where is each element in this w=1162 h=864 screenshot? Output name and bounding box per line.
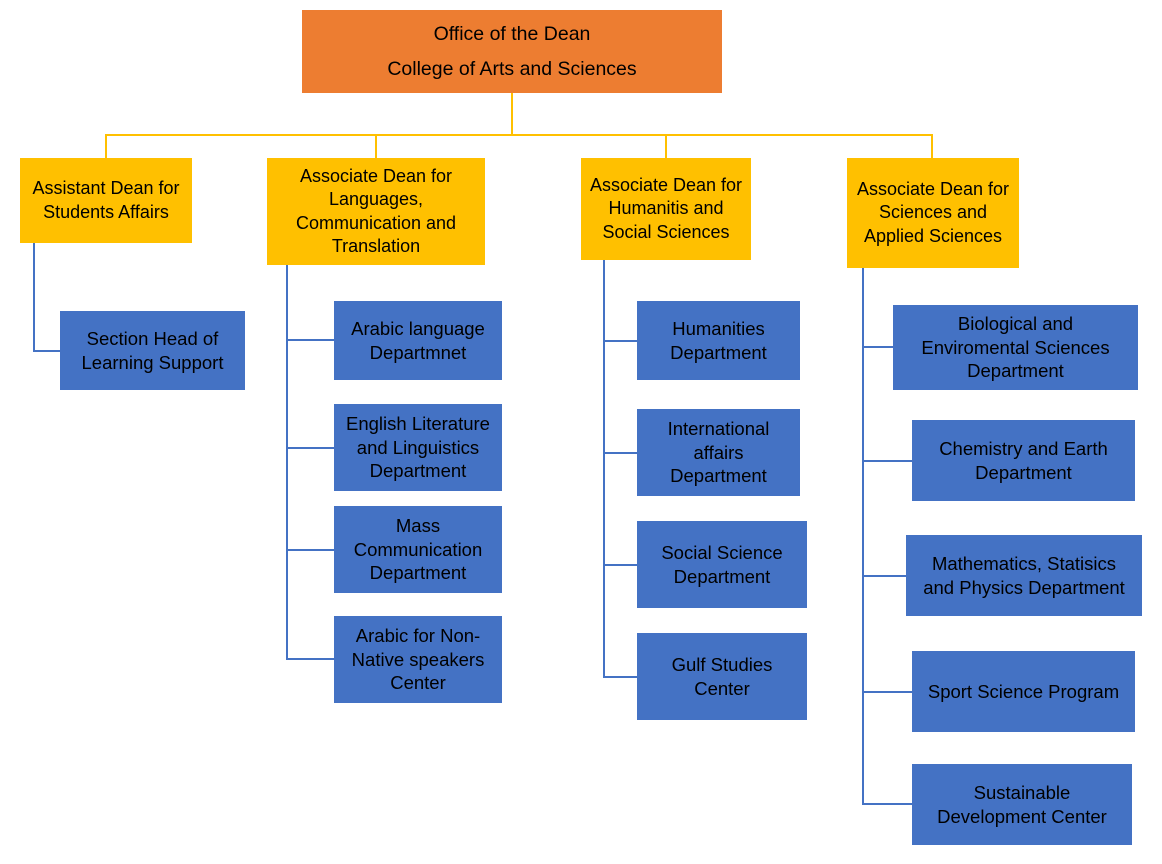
connector-stub-arabic-language-department [286,339,334,341]
connector-stub-mathematics-statisics-physics-department [862,575,907,577]
node-mass-communication-department[interactable]: Mass Communication Department [334,506,502,593]
node-international-affairs-department[interactable]: International affairs Department [637,409,800,496]
connector-branch-drop-2 [375,134,377,158]
connector-root-drop [511,93,513,135]
connector-stub-arabic-non-native-speakers-center [286,658,334,660]
node-social-science-department[interactable]: Social Science Department [637,521,807,608]
connector-branch-drop-3 [665,134,667,158]
node-gulf-studies-center[interactable]: Gulf Studies Center [637,633,807,720]
node-assistant-dean-students-affairs[interactable]: Assistant Dean for Students Affairs [20,158,192,243]
node-mathematics-statisics-physics-department[interactable]: Mathematics, Statisics and Physics Depar… [906,535,1142,616]
node-humanities-department[interactable]: Humanities Department [637,301,800,380]
node-associate-dean-sciences-applied-sciences[interactable]: Associate Dean for Sciences and Applied … [847,158,1019,268]
connector-spine-branch-3 [603,260,605,677]
node-arabic-non-native-speakers-center[interactable]: Arabic for Non- Native speakers Center [334,616,502,703]
connector-root-bus [105,134,933,158]
connector-stub-gulf-studies-center [603,676,637,678]
node-sustainable-development-center[interactable]: Sustainable Development Center [912,764,1132,845]
connector-stub-chemistry-earth-department [862,460,913,462]
node-chemistry-earth-department[interactable]: Chemistry and Earth Department [912,420,1135,501]
connector-stub-sustainable-development-center [862,803,913,805]
connector-spine-branch-1 [33,243,35,352]
root-title-line1: Office of the Dean [433,23,591,46]
connector-stub-biological-enviromental-sciences-department [862,346,894,348]
connector-stub-mass-communication-department [286,549,334,551]
node-biological-enviromental-sciences-department[interactable]: Biological and Enviromental Sciences Dep… [893,305,1138,390]
root-title-line2: College of Arts and Sciences [387,57,637,80]
node-english-literature-linguistics-department[interactable]: English Literature and Linguistics Depar… [334,404,502,491]
connector-stub-humanities-department [603,340,637,342]
node-associate-dean-languages-communication-translation[interactable]: Associate Dean for Languages, Communicat… [267,158,485,265]
node-arabic-language-department[interactable]: Arabic language Departmnet [334,301,502,380]
node-associate-dean-humanities-social-sciences[interactable]: Associate Dean for Humanitis and Social … [581,158,751,260]
node-sport-science-program[interactable]: Sport Science Program [912,651,1135,732]
node-office-of-the-dean[interactable]: Office of the Dean College of Arts and S… [302,10,722,93]
connector-stub-social-science-department [603,564,637,566]
connector-stub-international-affairs-department [603,452,637,454]
connector-spine-branch-4 [862,268,864,805]
connector-stub-sport-science-program [862,691,913,693]
connector-stub-section-head-learning-support [33,350,61,352]
connector-spine-branch-2 [286,265,288,660]
connector-stub-english-literature-linguistics-department [286,447,334,449]
node-section-head-learning-support[interactable]: Section Head of Learning Support [60,311,245,390]
